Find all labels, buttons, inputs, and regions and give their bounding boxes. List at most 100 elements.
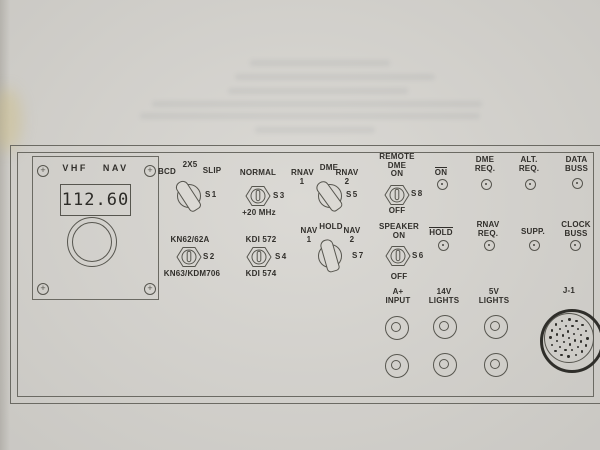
screw-icon: + [37, 165, 49, 177]
connector-pin [560, 353, 563, 357]
connector-pin [564, 324, 568, 328]
page-edge-shadow [0, 0, 10, 450]
s7-position-nav1: NAV 1 [300, 226, 318, 244]
connector-pin [576, 345, 579, 349]
tp-hold-label: HOLD [427, 227, 455, 238]
bleed-through-text [255, 127, 375, 133]
s4-designator: S4 [275, 252, 288, 261]
s4-label-kdi572: KDI 572 [245, 235, 277, 244]
tp-alt-req-jack [525, 179, 536, 190]
tp-rnav-req-label: RNAV REQ. [476, 220, 500, 238]
j1-connector-pins [544, 313, 594, 363]
connector-pin [550, 343, 553, 346]
a-plus-input-jack-top [385, 316, 409, 340]
s7-designator: S7 [352, 251, 365, 260]
tp-clock-buss-label: CLOCK BUSS [561, 220, 591, 238]
tp-clock-buss-jack [570, 240, 581, 251]
connector-pin [572, 332, 576, 336]
tp-on-text: ON [434, 167, 448, 177]
a-plus-input-label: A+ INPUT [385, 287, 411, 305]
14v-lights-jack-top [433, 315, 457, 339]
s2-designator: S2 [203, 252, 216, 261]
connector-pin [558, 345, 562, 348]
tp-on-label: ON [429, 167, 453, 178]
connector-pin [567, 336, 571, 340]
tuning-knob-inner [72, 222, 112, 262]
connector-pin [561, 319, 564, 322]
connector-pin [549, 336, 552, 339]
connector-pin [574, 354, 577, 357]
s7-position-hold: HOLD [319, 222, 343, 231]
s1-rotary-switch [173, 178, 203, 214]
connector-pin [568, 343, 571, 346]
s3-label-20mhz: +20 MHz [242, 208, 276, 217]
connector-pin [571, 324, 574, 328]
s6-designator: S6 [412, 251, 425, 260]
connector-pin [586, 337, 589, 340]
s7-rotary-switch [318, 237, 342, 274]
radio-title: VHF NAV [62, 163, 129, 173]
paper-stain [0, 88, 22, 152]
tp-data-buss-label: DATA BUSS [564, 155, 589, 173]
s7-position-nav2: NAV 2 [343, 226, 361, 244]
connector-pin [584, 344, 588, 347]
connector-pin [573, 339, 577, 342]
connector-pin [575, 319, 578, 323]
screw-icon: + [144, 283, 156, 295]
s3-toggle-switch [245, 186, 271, 206]
s8-label-off: OFF [388, 206, 406, 215]
tp-supp-label: SUPP. [521, 227, 545, 236]
s3-label-normal: NORMAL [239, 168, 277, 177]
s8-toggle-switch [384, 185, 410, 205]
tp-dme-req-jack [481, 179, 492, 190]
connector-pin [585, 330, 588, 333]
tp-hold-text: HOLD [429, 227, 453, 237]
j1-connector [540, 309, 600, 373]
tp-alt-req-label: ALT. REQ. [518, 155, 540, 173]
panel-border-outer [10, 145, 600, 404]
connector-pin [579, 340, 583, 343]
s3-designator: S3 [273, 191, 286, 200]
bleed-through-text [250, 60, 390, 66]
connector-pin [559, 327, 562, 331]
s2-toggle-switch [176, 247, 202, 267]
connector-pin [555, 339, 559, 343]
s5-designator: S5 [346, 190, 359, 199]
s6-label-speaker-on: SPEAKER ON [378, 222, 420, 240]
connector-pin [561, 334, 565, 337]
connector-pin [555, 323, 558, 326]
a-plus-input-jack-bottom [385, 354, 409, 378]
tp-data-buss-jack [572, 178, 583, 189]
connector-pin [555, 333, 559, 336]
connector-pin [579, 333, 583, 337]
s8-label-remote-dme-on: REMOTE DME ON [379, 152, 415, 178]
connector-pin [568, 318, 571, 321]
bleed-through-text [228, 88, 408, 94]
tuning-knob [67, 217, 117, 267]
connector-pin [580, 350, 583, 353]
s4-toggle-switch [246, 247, 272, 267]
5v-lights-jack-top [484, 315, 508, 339]
bleed-through-text [235, 74, 435, 80]
connector-pin [554, 349, 557, 352]
s1-position-bcd: BCD [158, 167, 176, 176]
connector-pin [581, 324, 584, 327]
connector-pin [567, 355, 570, 358]
s1-position-2x5: 2X5 [182, 160, 198, 169]
tp-supp-jack [529, 240, 540, 251]
panel-border-inner [17, 152, 594, 397]
s2-label-kn62: KN62/62A [170, 235, 210, 244]
screw-icon: + [144, 165, 156, 177]
vhf-nav-radio-faceplate: + + + + VHF NAV 112.60 [32, 156, 159, 300]
s6-toggle-switch [385, 246, 411, 266]
connector-pin [566, 330, 570, 333]
s8-designator: S8 [411, 189, 424, 198]
5v-lights-jack-bottom [484, 353, 508, 377]
s1-designator: S1 [205, 190, 218, 199]
s5-position-rnav2: RNAV 2 [335, 168, 359, 186]
connector-pin [562, 340, 565, 344]
s1-position-slip: SLIP [202, 166, 222, 175]
tp-on-jack [437, 179, 448, 190]
connector-pin [576, 328, 580, 331]
frequency-display: 112.60 [60, 184, 131, 216]
